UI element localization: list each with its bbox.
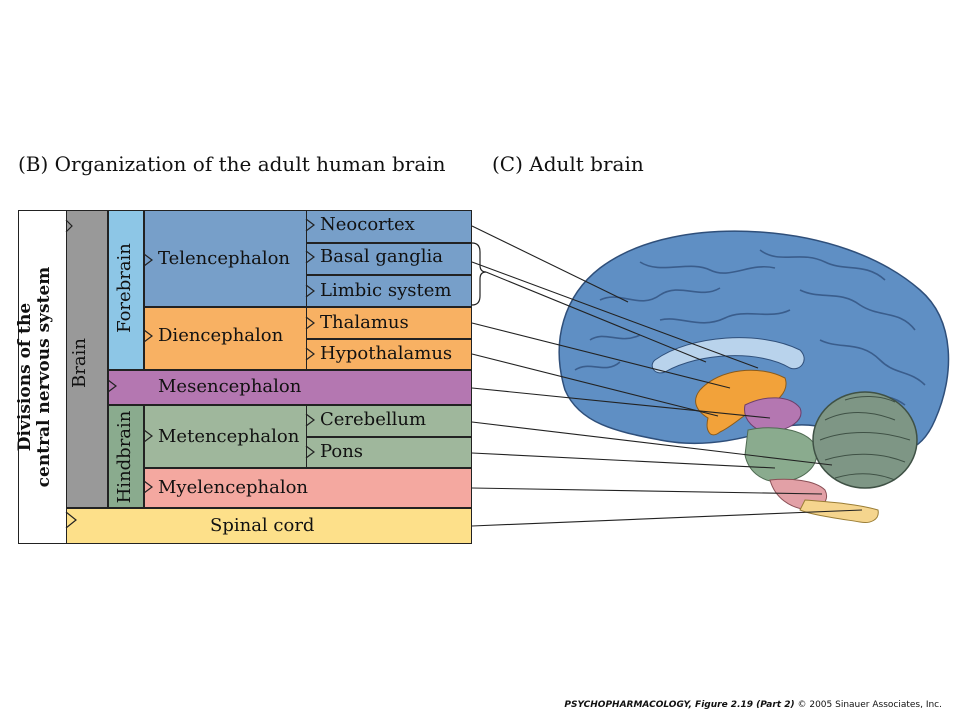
cerebellum-box (306, 405, 472, 437)
chevron (305, 218, 315, 232)
connector-spinal-cord (471, 509, 863, 527)
connector-hypothalamus (471, 353, 719, 417)
connector-neocortex (471, 225, 629, 303)
chevron (305, 347, 315, 361)
spinal-cord-box (66, 508, 472, 544)
mesencephalon-box (108, 370, 472, 405)
connector-basal-ganglia (485, 271, 707, 363)
connector-limbic (471, 261, 759, 369)
credit-book: PSYCHOPHARMACOLOGY, Figure 2.19 (Part 2) (564, 700, 795, 710)
myelencephalon-box (144, 468, 472, 508)
telencephalon-label: Telencephalon (158, 248, 291, 269)
thalamus-label: Thalamus (320, 312, 409, 333)
pons-box (306, 437, 472, 468)
hypothalamus-box (306, 339, 472, 370)
metencephalon-label: Metencephalon (158, 426, 300, 447)
chevron (143, 480, 153, 494)
brain-column (66, 210, 108, 508)
connector-cerebellum (471, 421, 833, 466)
chevron (143, 329, 153, 343)
chevron (305, 413, 315, 427)
connector-pons (471, 452, 776, 469)
chevron (305, 316, 315, 330)
chevrons (65, 218, 315, 529)
spinal-cord-label: Spinal cord (210, 515, 315, 536)
cerebellum-shape (812, 391, 918, 489)
diencephalon-label: Diencephalon (158, 325, 284, 346)
connector-thalamus (471, 322, 731, 389)
figure-credit: PSYCHOPHARMACOLOGY, Figure 2.19 (Part 2)… (564, 700, 942, 710)
pons-shape (744, 427, 817, 483)
myelencephalon-label: Myelencephalon (158, 477, 309, 498)
connector-lines (471, 225, 863, 527)
cerebellum-label: Cerebellum (320, 409, 427, 430)
hypothalamus-label: Hypothalamus (320, 343, 453, 364)
basal-ganglia-box (306, 243, 472, 275)
neocortex-label: Neocortex (320, 214, 415, 235)
limbic-system-label: Limbic system (320, 280, 452, 301)
mesencephalon-label: Mesencephalon (158, 376, 302, 397)
chevron (107, 379, 117, 393)
connector-myelencephalon (471, 487, 823, 495)
pons-label: Pons (320, 441, 364, 462)
bracket (471, 242, 487, 306)
limbic-system-box (306, 275, 472, 307)
thalamus-box (306, 307, 472, 339)
chevron (305, 250, 315, 264)
brain-illustration (558, 230, 950, 523)
connector-mesencephalon (471, 387, 771, 419)
midbrain-shape (744, 397, 802, 433)
chevron (143, 429, 153, 443)
cerebellum-folia (819, 396, 911, 481)
corpus-callosum-shape (651, 337, 805, 374)
basal-ganglia-label: Basal ganglia (320, 246, 444, 267)
chevron (305, 445, 315, 459)
hindbrain-column (108, 405, 144, 508)
neocortex-box (306, 210, 472, 243)
panel-b-title: (B) Organization of the adult human brai… (18, 152, 446, 176)
chevron (65, 219, 73, 233)
chevron (305, 284, 315, 298)
panel-c-title: (C) Adult brain (492, 152, 644, 176)
forebrain-column (108, 210, 144, 370)
credit-copyright: © 2005 Sinauer Associates, Inc. (797, 700, 942, 710)
chevron (143, 253, 153, 267)
chevron (65, 511, 77, 529)
